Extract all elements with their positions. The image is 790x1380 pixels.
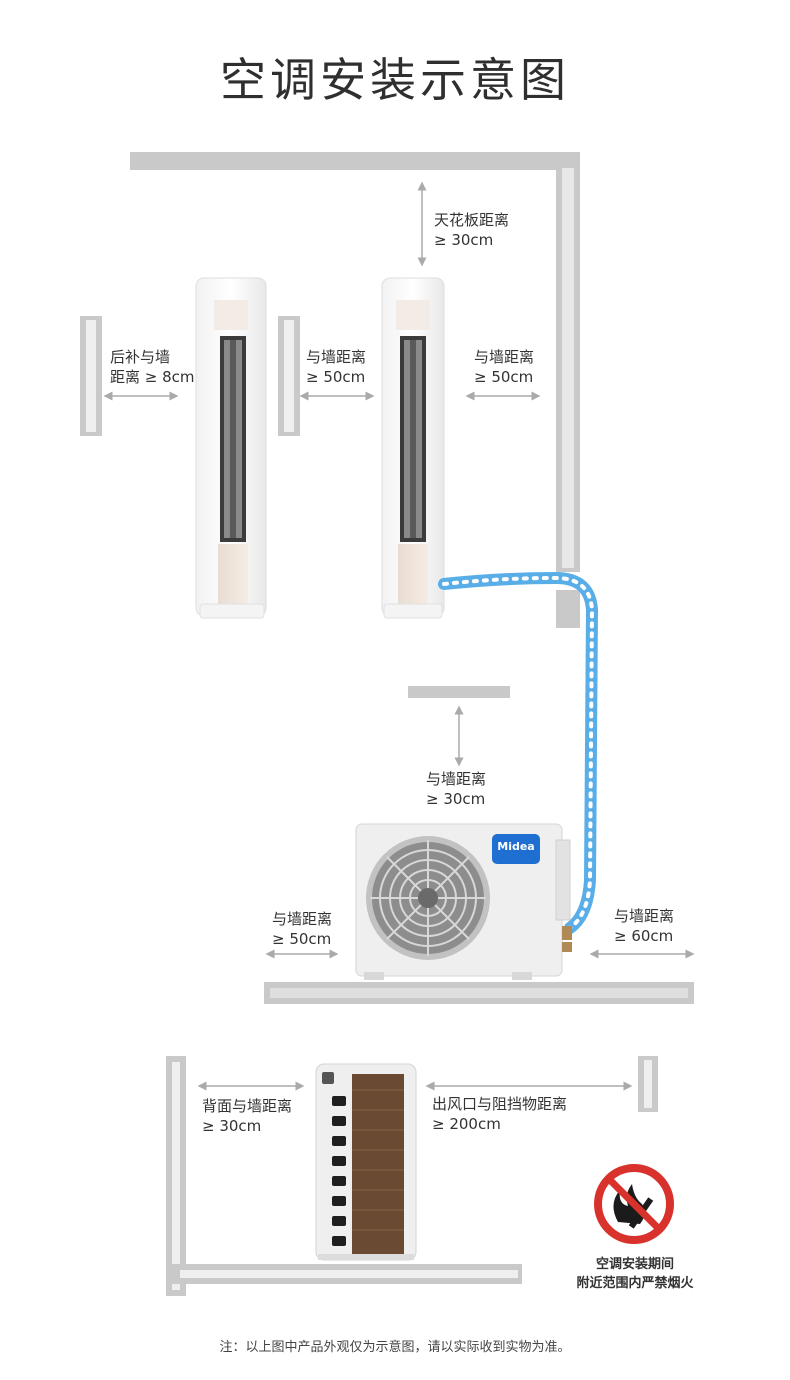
page-title: 空调安装示意图	[220, 53, 570, 107]
fire-warning-caption: 空调安装期间附近范围内严禁烟火	[576, 1257, 694, 1291]
outdoor-top-wall	[408, 686, 510, 698]
right-wall-distance-label: 与墙距离≥ 50cm	[474, 348, 535, 386]
refrigerant-pipe	[438, 571, 599, 934]
back-wall-distance-label: 后补与墙距离 ≥ 8cm	[110, 348, 195, 386]
indoor-unit-right	[381, 277, 445, 619]
indoor-unit-left	[195, 277, 267, 619]
footnote: 注：以上图中产品外观仅为示意图，请以实际收到实物为准。	[219, 1340, 571, 1355]
ceiling-distance-label: 天花板距离≥ 30cm	[434, 211, 510, 249]
outdoor-unit	[355, 823, 572, 980]
side-outlet-distance-label: 出风口与阻挡物距离≥ 200cm	[432, 1095, 568, 1133]
outdoor-unit-side-view	[315, 1063, 417, 1261]
room-walls	[80, 152, 580, 628]
outdoor-right-distance-label: 与墙距离≥ 60cm	[614, 907, 675, 945]
no-fire-sign	[594, 1164, 674, 1244]
brand-logo: Midea	[497, 840, 535, 853]
outdoor-top-distance-label: 与墙距离≥ 30cm	[426, 770, 487, 808]
outdoor-left-distance-label: 与墙距离≥ 50cm	[272, 910, 333, 948]
side-back-distance-label: 背面与墙距离≥ 30cm	[202, 1097, 293, 1135]
between-units-distance-label: 与墙距离≥ 50cm	[306, 348, 367, 386]
